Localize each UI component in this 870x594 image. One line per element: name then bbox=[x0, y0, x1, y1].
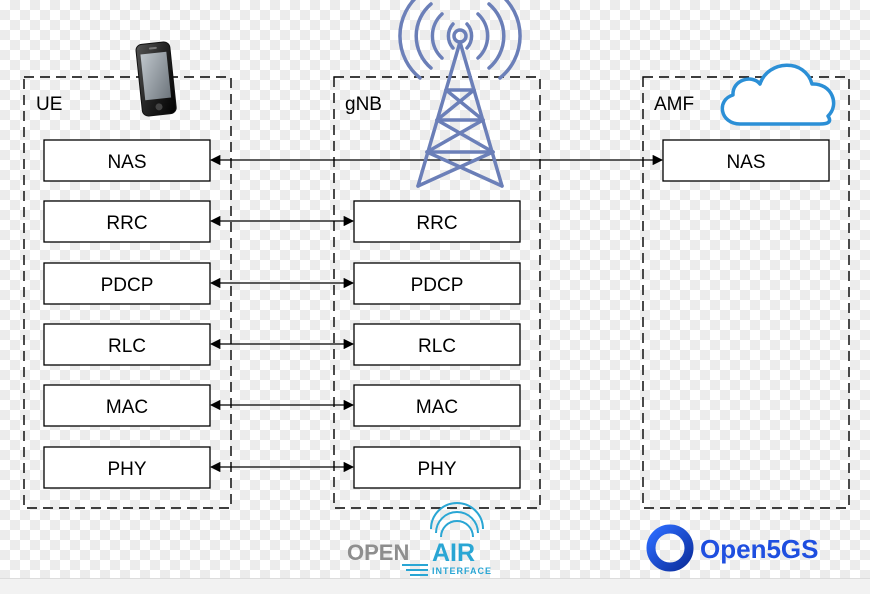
amf-container bbox=[642, 76, 850, 509]
ue-layer-rlc-label: RLC bbox=[108, 336, 146, 357]
smartphone-icon bbox=[135, 41, 177, 117]
gnb-layer-phy-label: PHY bbox=[417, 459, 456, 480]
ue-layer-pdcp: PDCP bbox=[43, 262, 211, 305]
gnb-layer-rlc-label: RLC bbox=[418, 336, 456, 357]
ue-layer-mac: MAC bbox=[43, 384, 211, 427]
gnb-layer-pdcp-label: PDCP bbox=[411, 275, 464, 296]
oai-speed-lines-icon bbox=[402, 564, 428, 576]
oai-logo-air: AIR bbox=[432, 539, 475, 567]
gnb-container bbox=[333, 76, 541, 509]
gnb-layer-rrc: RRC bbox=[353, 200, 521, 243]
ue-layer-mac-label: MAC bbox=[106, 397, 148, 418]
openairinterface-logo: OPEN AIR INTERFACE bbox=[347, 502, 492, 576]
gnb-layer-phy: PHY bbox=[353, 446, 521, 489]
ue-layer-phy-label: PHY bbox=[107, 459, 146, 480]
open5gs-ring-icon bbox=[646, 524, 694, 572]
open5gs-logo-text: Open5GS bbox=[700, 534, 818, 564]
ue-layer-rrc: RRC bbox=[43, 200, 211, 243]
oai-logo-interface: INTERFACE bbox=[432, 566, 492, 576]
bottom-strip bbox=[0, 578, 870, 594]
oai-signal-icon bbox=[430, 502, 484, 538]
ue-title: UE bbox=[36, 94, 62, 115]
ue-layer-phy: PHY bbox=[43, 446, 211, 489]
ue-layer-nas: NAS bbox=[43, 139, 211, 182]
amf-layer-nas-label: NAS bbox=[726, 152, 765, 173]
antenna-tower-icon bbox=[398, 0, 522, 188]
gnb-layer-mac: MAC bbox=[353, 384, 521, 427]
ue-layer-rlc: RLC bbox=[43, 323, 211, 366]
ue-container bbox=[23, 76, 232, 509]
gnb-layer-pdcp: PDCP bbox=[353, 262, 521, 305]
gnb-title: gNB bbox=[345, 94, 382, 115]
amf-layer-nas: NAS bbox=[662, 139, 830, 182]
cloud-icon bbox=[720, 63, 836, 126]
ue-layer-pdcp-label: PDCP bbox=[101, 275, 154, 296]
open5gs-logo: Open5GS bbox=[646, 524, 818, 572]
amf-title: AMF bbox=[654, 94, 694, 115]
ue-layer-nas-label: NAS bbox=[107, 152, 146, 173]
oai-logo-open: OPEN bbox=[347, 540, 409, 565]
ue-layer-rrc-label: RRC bbox=[106, 213, 147, 234]
gnb-layer-rlc: RLC bbox=[353, 323, 521, 366]
gnb-layer-rrc-label: RRC bbox=[416, 213, 457, 234]
gnb-layer-mac-label: MAC bbox=[416, 397, 458, 418]
